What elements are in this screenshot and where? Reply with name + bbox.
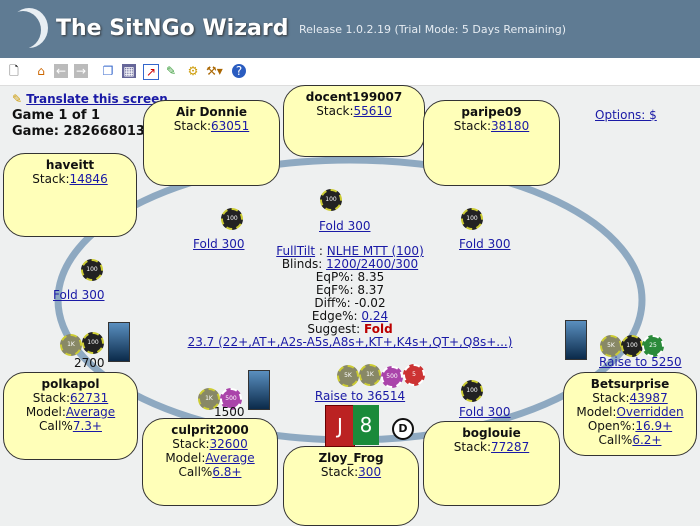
chip-icon: 100 [461,208,483,230]
card-back-icon [248,370,270,410]
range-link[interactable]: 23.7 (22+,AT+,A2s-A5s,A8s+,KT+,K4s+,QT+,… [187,335,513,349]
chip-icon: 1K [198,388,220,410]
chip-icon: 1K [359,364,381,386]
chip-icon: 5K [337,365,359,387]
game-type-link[interactable]: NLHE MTT (100) [326,244,424,258]
settings-icon[interactable]: ⚙ [187,64,199,78]
chip-icon: 100 [320,189,342,211]
new-icon[interactable]: 🗋 [9,64,19,78]
action-fold-boglouie[interactable]: Fold 300 [459,405,511,419]
action-fold-haveitt[interactable]: Fold 300 [53,288,105,302]
chart-icon[interactable]: ↗ [143,64,159,80]
chip-icon: 500 [220,388,242,410]
action-raise-betsurprise[interactable]: Raise to 5250 [599,355,682,369]
card-back-icon [108,322,130,362]
action-fold-paripe09[interactable]: Fold 300 [459,237,511,251]
hero-card-1: J [325,405,355,447]
calculator-icon[interactable]: ▦ [122,64,136,78]
chip-icon: 100 [461,380,483,402]
chip-icon: 100 [221,208,243,230]
site-link[interactable]: FullTilt [276,244,316,258]
app-title: The SitNGo Wizard [56,16,289,41]
app-header: The SitNGo Wizard Release 1.0.2.19 (Tria… [0,0,700,58]
toolbar [0,58,700,86]
help-icon[interactable]: ? [232,64,246,78]
chip-icon: 100 [621,335,643,357]
options-link[interactable]: Options: $ [595,108,657,122]
copy-icon[interactable]: ❐ [102,64,114,78]
card-back-icon [565,320,587,360]
tools-icon[interactable]: ⚒▾ [206,64,223,78]
hand-info: FullTilt : NLHE MTT (100) Blinds: 1200/2… [187,244,513,349]
action-raise-hero[interactable]: Raise to 36514 [314,389,406,403]
translate-link[interactable]: ✎ Translate this screen [12,92,168,106]
release-text: Release 1.0.2.19 (Trial Mode: 5 Days Rem… [299,23,567,36]
home-icon[interactable]: ⌂ [37,64,45,78]
hero-card-2: 8 [353,405,379,445]
action-fold-air-donnie[interactable]: Fold 300 [193,237,245,251]
bet-amount: 1500 [214,405,245,419]
game-count: Game 1 of 1 [12,108,101,123]
chip-icon: 100 [82,332,104,354]
chip-icon: 500 [381,366,403,388]
action-fold-docent[interactable]: Fold 300 [319,219,371,233]
forward-icon[interactable]: → [74,64,88,78]
blinds-link[interactable]: 1200/2400/300 [326,257,419,271]
edit-icon[interactable]: ✎ [165,64,177,78]
game-id: Game: 282668013 [12,124,145,139]
chip-icon: 5 [403,364,425,386]
chip-icon: 1K [60,334,82,356]
back-icon[interactable]: ← [54,64,68,78]
bet-amount: 2700 [74,356,105,370]
dealer-button: D [392,418,414,440]
suggestion: Fold [364,322,393,336]
edge-link[interactable]: 0.24 [361,309,389,323]
chip-icon: 100 [81,259,103,281]
chip-icon: 5K [600,335,622,357]
chip-icon: 25 [642,335,664,357]
